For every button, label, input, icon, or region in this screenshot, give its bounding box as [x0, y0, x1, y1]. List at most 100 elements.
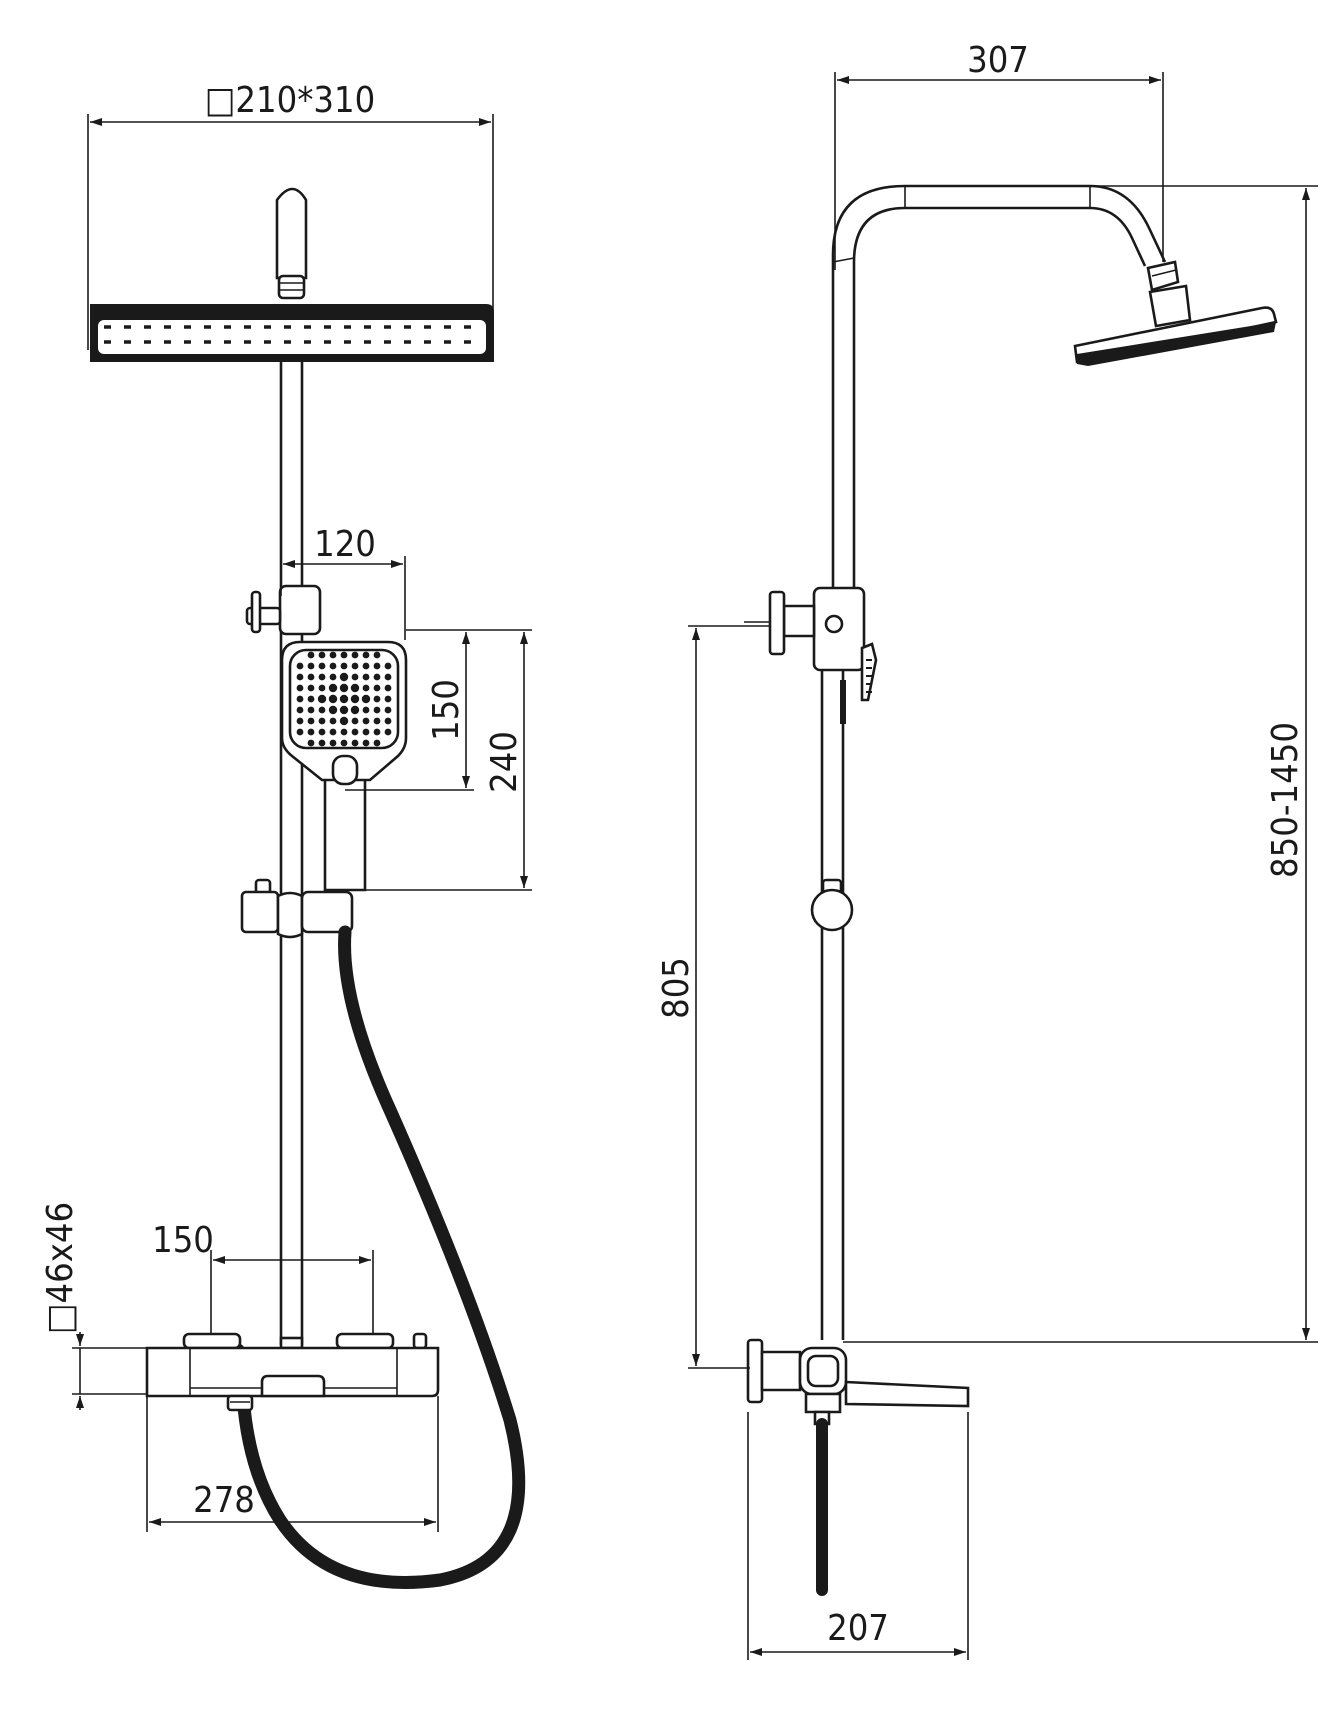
label-mixer-size: □46x46 [40, 1202, 81, 1334]
spray-nozzle [329, 673, 337, 681]
spray-nozzle [307, 695, 315, 703]
spray-nozzle [318, 651, 326, 659]
spray-nozzle [318, 728, 326, 736]
spray-nozzle [307, 706, 315, 714]
label-arm-reach: 307 [967, 40, 1029, 81]
label-mixer-length: 278 [193, 1480, 255, 1521]
dimension-arm-reach: 307 [834, 40, 1164, 270]
overhead-shower-side [1073, 260, 1278, 366]
mixer-side [746, 1338, 970, 1596]
spray-nozzle [351, 662, 359, 670]
front-view: □210*310 [40, 80, 532, 1589]
spray-nozzle [362, 717, 370, 725]
spray-nozzle [340, 662, 348, 670]
slide-bracket-side [810, 878, 854, 932]
spray-nozzle [362, 662, 370, 670]
front-riser-pipe [279, 362, 304, 1345]
spray-nozzle [328, 683, 338, 693]
dimension-hand-shower-length: 240 [365, 629, 532, 891]
spray-nozzle [328, 705, 338, 715]
spray-nozzle [329, 739, 337, 747]
spray-nozzle [351, 739, 359, 747]
spray-nozzle [350, 705, 360, 715]
spray-nozzle [307, 684, 315, 692]
spray-nozzles [296, 651, 392, 747]
spray-nozzle [351, 717, 359, 725]
label-inlet-height: 805 [656, 957, 697, 1019]
label-overhead-size: □210*310 [205, 80, 375, 121]
spray-nozzle [373, 739, 381, 747]
spray-nozzle [329, 728, 337, 736]
spray-nozzle [339, 694, 349, 704]
spray-nozzle [296, 673, 304, 681]
dimension-inlet-height: 805 [656, 625, 750, 1369]
spray-nozzle [351, 673, 359, 681]
spray-nozzle [340, 651, 348, 659]
dimension-hand-shower-width: 120 [280, 524, 406, 640]
spray-nozzle [318, 739, 326, 747]
spray-nozzle [339, 716, 349, 726]
spray-nozzle [384, 695, 392, 703]
dimension-height-range: 850-1450 [843, 185, 1318, 1343]
spray-nozzle [373, 728, 381, 736]
spray-nozzle [328, 694, 338, 704]
spray-nozzle [362, 673, 370, 681]
spray-nozzle [307, 651, 315, 659]
label-spout-depth: 207 [827, 1608, 889, 1649]
spray-nozzle [373, 684, 381, 692]
spray-nozzle [307, 662, 315, 670]
spray-nozzle [296, 695, 304, 703]
spray-nozzle [373, 662, 381, 670]
spray-nozzle [339, 705, 349, 715]
spray-nozzle [318, 673, 326, 681]
spray-nozzle [307, 739, 315, 747]
label-hand-shower-length: 240 [484, 731, 525, 793]
spray-nozzle [318, 706, 326, 714]
spray-nozzle [373, 651, 381, 659]
spray-nozzle [296, 728, 304, 736]
dimension-mixer-size: □46x46 [40, 1202, 184, 1410]
spray-nozzle [296, 662, 304, 670]
spray-nozzle [351, 651, 359, 659]
spray-nozzle [362, 739, 370, 747]
diverter-knob [245, 584, 322, 636]
spray-nozzle [339, 683, 349, 693]
hand-shower [280, 640, 408, 892]
spray-nozzle [296, 684, 304, 692]
spray-nozzle [329, 662, 337, 670]
spray-nozzle [384, 662, 392, 670]
spray-nozzle [362, 684, 370, 692]
side-view: 307 [656, 40, 1318, 1660]
spray-nozzle [296, 706, 304, 714]
spray-nozzle [384, 706, 392, 714]
spray-nozzle [384, 717, 392, 725]
label-valve-spacing: 150 [152, 1220, 214, 1261]
spray-nozzle [351, 728, 359, 736]
thermostatic-mixer [145, 1332, 440, 1412]
spray-nozzle [317, 694, 327, 704]
spray-nozzle [296, 717, 304, 725]
spray-nozzle [318, 662, 326, 670]
spray-nozzle [362, 706, 370, 714]
spray-nozzle [373, 695, 381, 703]
dimension-hand-shower-head: 150 [345, 629, 474, 791]
spray-nozzle [318, 717, 326, 725]
dimension-valve-spacing: 150 [152, 1220, 374, 1342]
spray-nozzle [350, 683, 360, 693]
spray-nozzle [361, 694, 371, 704]
label-hand-shower-head: 150 [426, 679, 467, 741]
spray-nozzle [350, 694, 360, 704]
spray-nozzle [384, 673, 392, 681]
spray-nozzle [339, 672, 349, 682]
dimension-spout-depth: 207 [747, 1412, 969, 1660]
spray-nozzle [373, 673, 381, 681]
spray-nozzle [307, 717, 315, 725]
dimension-mixer-length: 278 [146, 1396, 439, 1532]
spray-nozzle [362, 728, 370, 736]
diverter-side [744, 586, 878, 724]
spray-nozzle [307, 728, 315, 736]
spray-nozzle [318, 684, 326, 692]
spray-nozzle [307, 673, 315, 681]
side-riser-pipe [820, 184, 1167, 1340]
